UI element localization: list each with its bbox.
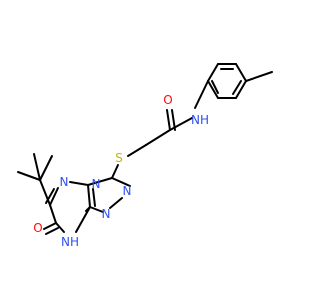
bond (232, 80, 242, 95)
bond (235, 63, 247, 82)
bond (166, 109, 171, 131)
bond (75, 206, 91, 233)
bond (127, 144, 147, 157)
sulfur-label: S (115, 151, 123, 165)
triazine-n1-label: N (60, 175, 69, 189)
bond (39, 155, 53, 181)
bond (194, 80, 209, 109)
ring-nh-label: NH (61, 235, 79, 249)
amide-oxygen-label: O (163, 93, 172, 107)
structure-svg: O NH S N N N N O NH (0, 0, 300, 300)
bond (207, 80, 219, 99)
bond (145, 129, 171, 146)
bond (55, 222, 65, 233)
bond (69, 181, 89, 186)
bond (207, 63, 219, 82)
bond (89, 206, 104, 213)
ketone-oxygen-label: O (33, 221, 42, 235)
background (0, 0, 300, 300)
bonds (17, 63, 273, 235)
bond (169, 117, 193, 131)
triazole-n1-label: N (123, 184, 132, 198)
bond (171, 109, 176, 131)
bond (17, 171, 41, 181)
amide-nh-label: NH (191, 113, 209, 127)
bond (235, 80, 247, 99)
bond (87, 177, 113, 186)
bond (45, 227, 59, 235)
bond (33, 153, 41, 181)
bond (49, 204, 57, 224)
methyl-bond (245, 71, 273, 82)
bond (43, 222, 57, 230)
triazole-n2-label: N (102, 207, 111, 221)
bond (211, 80, 219, 94)
triazine-n2-label: N (92, 177, 101, 191)
bond (109, 197, 123, 209)
bond (87, 184, 91, 208)
molecule-diagram: O NH S N N N N O NH (0, 0, 300, 300)
bond (39, 179, 51, 206)
bond (49, 187, 59, 206)
bond (92, 188, 96, 207)
bond (111, 177, 131, 187)
bond (111, 164, 119, 179)
